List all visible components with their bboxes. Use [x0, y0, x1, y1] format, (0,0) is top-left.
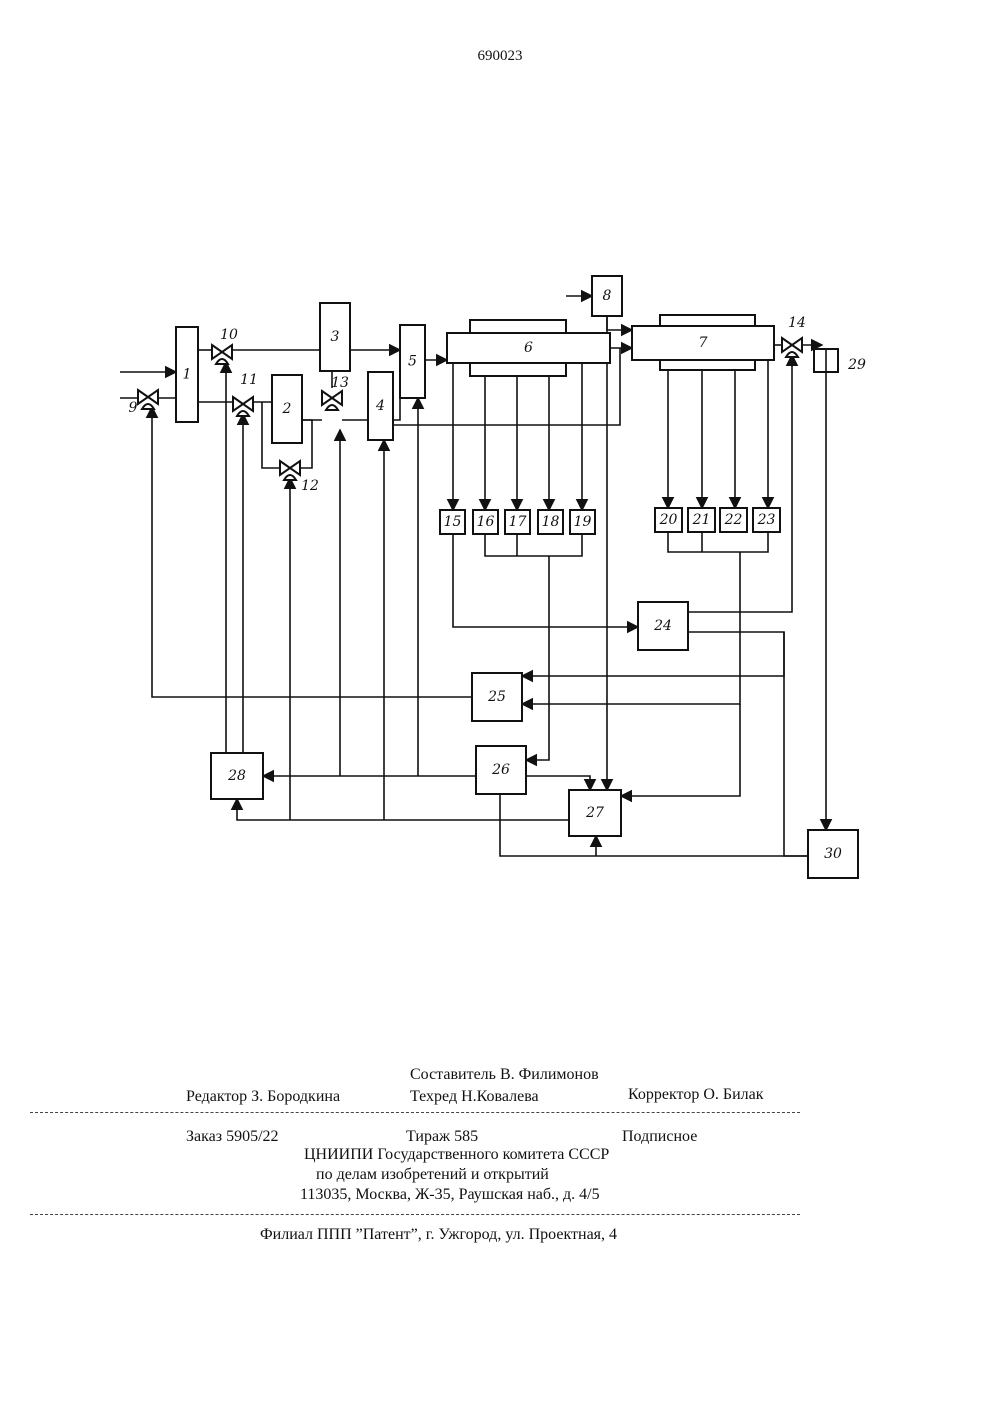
- divider-top: [30, 1112, 800, 1113]
- block-2-label: 2: [282, 401, 292, 417]
- techred-line: Техред Н.Ковалева: [410, 1088, 539, 1106]
- block-26-label: 26: [491, 762, 510, 778]
- block-1-label: 1: [183, 367, 192, 383]
- valve-14-label: 14: [788, 315, 806, 331]
- block-17-label: 17: [509, 514, 527, 530]
- connection-line: [668, 532, 768, 552]
- valve-11-icon: [233, 397, 253, 416]
- block-5-label: 5: [408, 354, 417, 370]
- connection-line: [621, 704, 740, 796]
- block-30-label: 30: [824, 846, 842, 862]
- distributor-frame: [660, 315, 755, 326]
- organization-line-1: ЦНИИПИ Государственного комитета СССР: [304, 1146, 609, 1164]
- block-16-label: 16: [477, 514, 495, 530]
- address-line: 113035, Москва, Ж-35, Раушская наб., д. …: [300, 1186, 600, 1204]
- block-23-label: 23: [757, 512, 776, 528]
- divider-bottom: [30, 1214, 800, 1215]
- block-6-label: 6: [524, 340, 533, 356]
- distributor-frame: [660, 360, 755, 370]
- connection-line: [607, 316, 632, 330]
- connection-line: [526, 556, 549, 760]
- block-22-label: 22: [724, 512, 743, 528]
- connection-line: [453, 534, 638, 627]
- connection-line: [522, 552, 740, 704]
- valve-13-label: 13: [331, 375, 349, 391]
- circulation-line: Тираж 585: [406, 1128, 478, 1146]
- block-25-label: 25: [487, 689, 506, 705]
- order-line: Заказ 5905/22: [186, 1128, 279, 1146]
- valve-12-icon: [280, 461, 300, 480]
- connection-line: [393, 398, 400, 420]
- block-21-label: 21: [692, 512, 711, 528]
- valve-13-icon: [322, 391, 342, 410]
- subscription-line: Подписное: [622, 1128, 697, 1146]
- valve-9-icon: [138, 390, 158, 409]
- compiler-line: Составитель В. Филимонов: [410, 1066, 599, 1084]
- block-19-label: 19: [574, 514, 592, 530]
- connection-line: [500, 794, 808, 856]
- connection-line: [526, 776, 590, 790]
- block-7-label: 7: [699, 335, 708, 351]
- valve-9-label: 9: [129, 400, 138, 416]
- block-3-label: 3: [331, 329, 340, 345]
- valve-10-icon: [212, 345, 232, 364]
- block-24-label: 24: [653, 618, 672, 634]
- block-4-label: 4: [375, 398, 385, 414]
- corrector-line: Корректор О. Билак: [628, 1086, 763, 1104]
- block-20-label: 20: [659, 512, 678, 528]
- block-18-label: 18: [542, 514, 560, 530]
- organization-line-2: по делам изобретений и открытий: [316, 1166, 549, 1184]
- branch-line: Филиал ППП ”Патент”, г. Ужгород, ул. Про…: [260, 1226, 617, 1244]
- block-8-label: 8: [603, 288, 612, 304]
- distributor-frame: [470, 363, 566, 376]
- block-15-label: 15: [444, 514, 462, 530]
- sensor-29-label: 29: [847, 357, 866, 373]
- editor-line: Редактор З. Бородкина: [186, 1088, 340, 1106]
- valve-10-label: 10: [220, 327, 238, 343]
- connection-line: [784, 632, 858, 856]
- block-27-label: 27: [585, 805, 604, 821]
- sensor-29-icon: [814, 349, 838, 372]
- valve-14-icon: [782, 338, 802, 357]
- connection-line: [485, 534, 582, 556]
- connection-line: [237, 799, 569, 820]
- valve-12-label: 12: [301, 478, 319, 494]
- distributor-frame: [470, 320, 566, 333]
- block-28-label: 28: [227, 768, 246, 784]
- block-diagram: 1234567815161718192021222324252627283091…: [0, 0, 1000, 900]
- valve-11-label: 11: [240, 372, 258, 388]
